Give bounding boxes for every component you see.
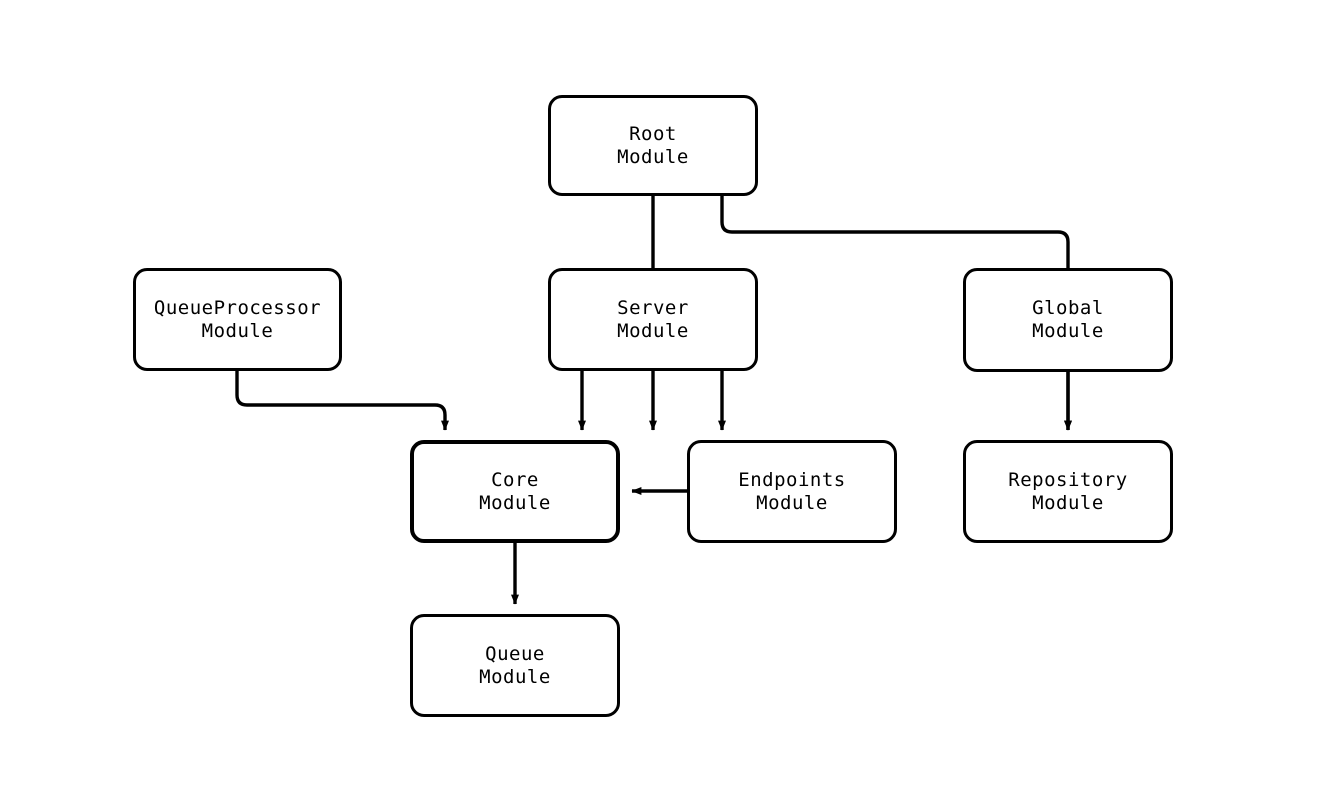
edge-queueprocessor-to-core <box>235 371 449 431</box>
node-label-secondary: Module <box>1032 491 1104 514</box>
node-label-secondary: Module <box>617 145 689 168</box>
node-label-secondary: Module <box>617 319 689 342</box>
node-label-secondary: Module <box>1032 320 1104 342</box>
node-label-primary: QueueProcessor <box>153 296 322 319</box>
node-label-secondary: Module <box>479 491 551 514</box>
node-label-secondary: Module <box>756 491 828 514</box>
edge-root-to-global <box>720 196 1072 431</box>
node-label-secondary: Module <box>201 319 274 342</box>
node-label-primary: Queue <box>485 642 545 665</box>
node-label-primary: Global <box>1032 297 1104 319</box>
node-label-primary: Core <box>491 468 539 491</box>
node-label-primary: Root <box>629 122 677 145</box>
node-label-primary: Server <box>617 296 689 319</box>
node-label-secondary: Module <box>479 665 551 688</box>
node-label-primary: Repository <box>1008 468 1128 491</box>
node-label-primary: Endpoints <box>738 468 846 491</box>
